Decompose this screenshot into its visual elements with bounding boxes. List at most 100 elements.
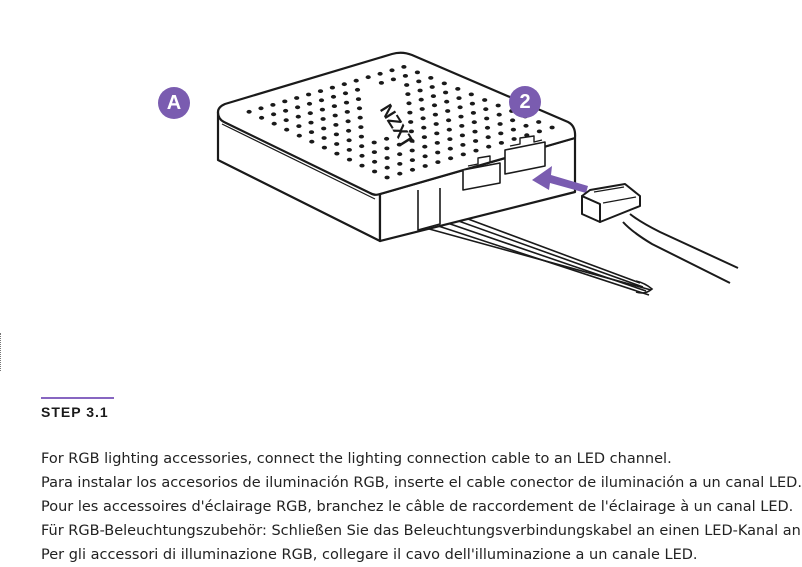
vent-hole — [482, 98, 488, 102]
vent-hole — [357, 115, 363, 120]
vent-hole — [358, 125, 364, 129]
vent-hole — [409, 139, 415, 143]
instruction-line-en: For RGB lighting accessories, connect th… — [41, 451, 672, 467]
vent-hole — [434, 141, 440, 145]
vent-hole — [359, 144, 365, 149]
vent-hole — [417, 88, 423, 93]
vent-hole — [483, 107, 489, 112]
vent-hole — [407, 110, 413, 115]
vent-hole — [498, 141, 504, 145]
vent-hole — [345, 119, 351, 124]
vent-hole — [384, 165, 390, 170]
vent-hole — [431, 103, 438, 108]
vent-hole — [321, 126, 327, 131]
vent-hole — [344, 110, 350, 114]
vent-hole — [295, 105, 301, 110]
vent-hole — [441, 81, 447, 86]
vent-hole — [320, 117, 326, 121]
vent-hole — [511, 137, 517, 141]
vent-hole — [434, 131, 440, 136]
vent-hole — [409, 167, 416, 172]
vent-hole — [401, 65, 407, 69]
vent-hole — [284, 127, 290, 132]
vent-hole — [321, 145, 327, 150]
vent-hole — [402, 74, 408, 78]
callout-2-badge: 2 — [509, 86, 541, 118]
vent-hole — [420, 116, 426, 121]
vent-hole — [346, 138, 352, 143]
vent-hole — [355, 97, 362, 101]
vent-hole — [408, 120, 414, 124]
vent-hole — [354, 87, 361, 92]
insert-arrow-icon — [532, 166, 588, 193]
vent-hole — [346, 148, 352, 152]
vent-hole — [283, 108, 289, 113]
vent-hole — [359, 153, 365, 158]
vent-hole — [372, 169, 378, 174]
vent-hole — [371, 150, 377, 155]
vent-hole — [397, 152, 403, 157]
vent-hole — [389, 68, 395, 73]
vent-hole — [359, 163, 365, 168]
vent-hole — [377, 71, 383, 76]
vent-hole — [447, 146, 453, 151]
vent-hole — [406, 101, 412, 106]
vent-hole — [334, 142, 340, 146]
vent-hole — [358, 134, 364, 139]
vent-hole — [378, 81, 384, 85]
vent-hole — [523, 123, 529, 128]
vent-hole — [460, 152, 466, 157]
vent-hole — [459, 124, 465, 128]
vent-hole — [433, 122, 439, 126]
vent-hole — [397, 171, 403, 176]
vent-hole — [422, 154, 428, 159]
vent-hole — [330, 94, 337, 99]
vent-hole — [334, 151, 340, 156]
vent-hole — [331, 104, 337, 108]
instruction-line-fr: Pour les accessoires d'éclairage RGB, br… — [41, 499, 794, 515]
vent-hole — [405, 92, 411, 96]
vent-hole — [495, 103, 501, 108]
vent-hole — [549, 125, 555, 130]
vent-hole — [409, 158, 415, 163]
vent-hole — [446, 127, 452, 132]
vent-hole — [497, 122, 503, 126]
vent-hole — [372, 159, 378, 164]
vent-hole — [448, 156, 454, 161]
instruction-line-de: Für RGB-Beleuchtungszubehör: Schließen S… — [41, 523, 802, 539]
vent-hole — [246, 109, 252, 114]
vent-hole — [430, 94, 436, 98]
vent-hole — [443, 90, 449, 95]
vent-hole — [346, 128, 352, 133]
vent-hole — [332, 113, 338, 118]
instruction-line-it: Per gli accessori di illuminazione RGB, … — [41, 547, 698, 563]
vent-hole — [435, 150, 441, 155]
vent-hole — [342, 91, 349, 96]
vent-hole — [384, 136, 390, 141]
edge-marker — [0, 333, 4, 371]
vent-hole — [444, 99, 450, 104]
vent-hole — [282, 99, 288, 104]
vent-hole — [414, 70, 420, 75]
vent-hole — [432, 112, 438, 117]
vent-hole — [396, 142, 402, 147]
vent-hole — [371, 140, 377, 145]
vent-hole — [456, 96, 462, 100]
vent-hole — [536, 120, 542, 124]
vent-hole — [307, 111, 313, 116]
vent-hole — [484, 125, 491, 130]
vent-hole — [353, 78, 359, 83]
vent-hole — [429, 85, 435, 89]
vent-hole — [309, 139, 315, 144]
ribbon-cable — [421, 202, 654, 296]
vent-hole — [308, 120, 314, 125]
vent-hole — [384, 175, 390, 180]
vent-hole — [365, 75, 371, 80]
vent-hole — [317, 89, 324, 93]
vent-hole — [321, 136, 327, 140]
vent-hole — [271, 112, 277, 117]
vent-hole — [384, 156, 390, 160]
vent-hole — [486, 144, 492, 149]
vent-hole — [404, 83, 410, 87]
vent-hole — [428, 76, 434, 80]
